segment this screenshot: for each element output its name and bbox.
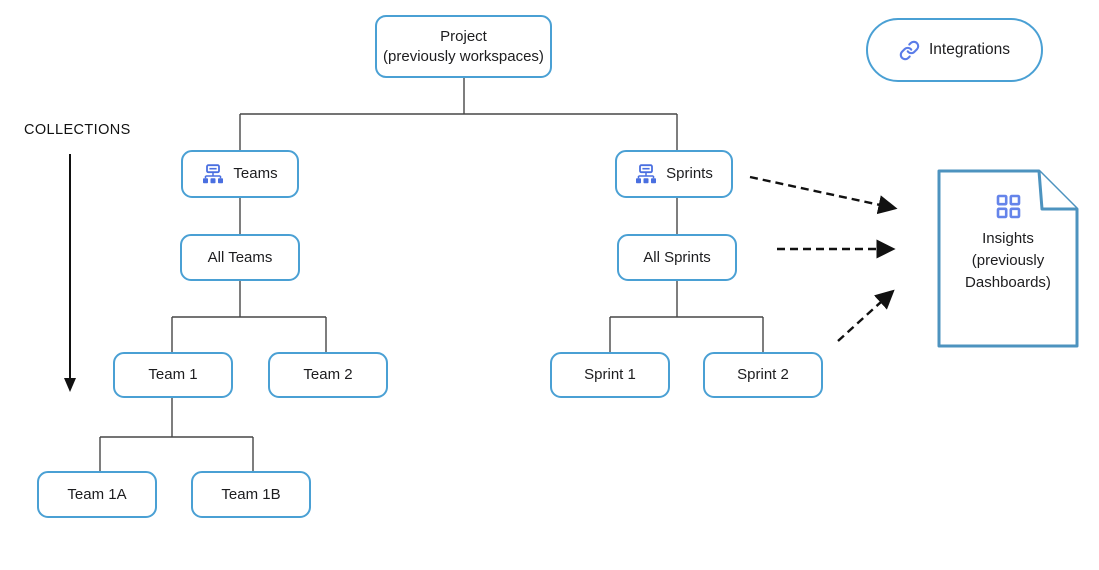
project-label-line1: Project: [440, 27, 487, 45]
team-1b-label: Team 1B: [221, 485, 281, 503]
node-team-1b: Team 1B: [191, 471, 311, 518]
insights-document-shape: [937, 169, 1079, 348]
node-project: Project (previously workspaces): [375, 15, 552, 78]
folded-corner: [1037, 170, 1077, 211]
dashed-arrow-sprints-to-insights: [749, 175, 898, 215]
integrations-label: Integrations: [929, 41, 1010, 58]
sprints-label: Sprints: [666, 165, 713, 182]
sprint-2-label: Sprint 2: [737, 366, 789, 383]
tree-connectors: [99, 78, 764, 471]
node-sprints: Sprints: [615, 150, 733, 198]
node-sprint-2: Sprint 2: [703, 352, 823, 398]
node-team-1: Team 1: [113, 352, 233, 398]
node-teams: Teams: [181, 150, 299, 198]
dashed-arrow-sprint2-to-insights: [837, 289, 895, 342]
insights-label-line2: (previously: [971, 252, 1045, 269]
org-chart-icon: [202, 163, 224, 185]
org-chart-icon: [635, 163, 657, 185]
teams-label: Teams: [233, 165, 278, 182]
all-sprints-label: All Sprints: [643, 248, 711, 266]
team-1-label: Team 1: [148, 366, 198, 383]
node-team-2: Team 2: [268, 352, 388, 398]
insights-label-line3: Dashboards): [965, 274, 1051, 291]
collections-arrow: [64, 154, 76, 392]
insights-label-line1: Insights: [982, 230, 1034, 247]
link-icon: [899, 40, 920, 61]
all-teams-label: All Teams: [207, 248, 273, 266]
team-1a-label: Team 1A: [67, 485, 127, 503]
node-team-1a: Team 1A: [37, 471, 157, 518]
sprint-1-label: Sprint 1: [584, 366, 636, 383]
collections-label: COLLECTIONS: [24, 122, 131, 138]
node-insights: Insights (previously Dashboards): [941, 194, 1075, 293]
node-sprint-1: Sprint 1: [550, 352, 670, 398]
node-integrations: Integrations: [866, 18, 1043, 82]
node-all-sprints: All Sprints: [617, 234, 737, 281]
dashboard-grid-icon: [996, 194, 1021, 219]
team-2-label: Team 2: [303, 366, 353, 383]
project-label-line2: (previously workspaces): [383, 47, 544, 65]
node-all-teams: All Teams: [180, 234, 300, 281]
